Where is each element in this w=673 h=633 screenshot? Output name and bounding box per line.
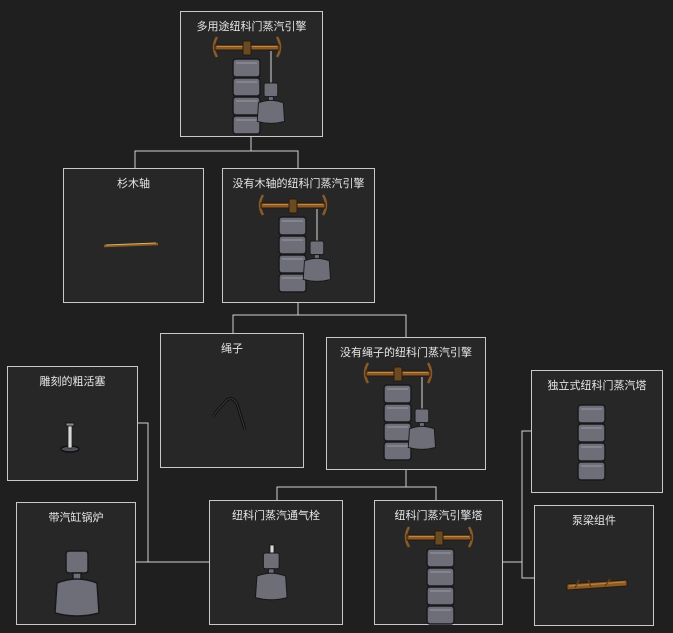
node-engine-without-rope[interactable]: 没有绳子的纽科门蒸汽引擎 — [326, 337, 486, 470]
node-title: 雕刻的粗活塞 — [39, 375, 106, 388]
engine-icon — [363, 362, 437, 461]
tower-icon — [577, 404, 606, 481]
engine-icon — [258, 194, 332, 293]
node-title: 泵梁组件 — [572, 514, 616, 527]
engine-icon — [212, 36, 286, 135]
node-title: 多用途纽科门蒸汽引擎 — [196, 20, 307, 33]
node-title: 绳子 — [221, 342, 243, 355]
node-pump-beam-assembly[interactable]: 泵梁组件 — [534, 505, 654, 626]
node-title: 带汽缸锅炉 — [48, 511, 104, 524]
piston-icon — [60, 422, 80, 453]
node-title: 独立式纽科门蒸汽塔 — [547, 379, 647, 392]
node-title: 纽科门蒸汽通气栓 — [232, 509, 320, 522]
tower-icon — [404, 526, 474, 625]
node-title: 纽科门蒸汽引擎塔 — [394, 509, 483, 522]
node-title: 杉木轴 — [117, 177, 150, 190]
rope-icon — [211, 397, 247, 431]
node-title: 没有木轴的纽科门蒸汽引擎 — [232, 177, 365, 190]
node-newcomen-engine-tower[interactable]: 纽科门蒸汽引擎塔 — [374, 500, 503, 625]
node-carved-thick-piston[interactable]: 雕刻的粗活塞 — [7, 366, 138, 481]
node-newcomen-steam-vent[interactable]: 纽科门蒸汽通气栓 — [209, 500, 343, 625]
wooden-shaft-icon — [103, 242, 159, 248]
node-boiler-with-cylinder[interactable]: 带汽缸锅炉 — [16, 502, 136, 625]
node-multipurpose-newcomen-engine[interactable]: 多用途纽科门蒸汽引擎 — [180, 11, 323, 137]
node-rope[interactable]: 绳子 — [160, 333, 304, 468]
node-freestanding-newcomen-tower[interactable]: 独立式纽科门蒸汽塔 — [531, 370, 663, 493]
vent-icon — [254, 544, 288, 601]
node-fir-shaft[interactable]: 杉木轴 — [63, 168, 204, 303]
boiler-icon — [54, 550, 100, 617]
node-engine-without-wooden-shaft[interactable]: 没有木轴的纽科门蒸汽引擎 — [222, 168, 375, 303]
node-title: 没有绳子的纽科门蒸汽引擎 — [340, 346, 472, 359]
beam-icon — [566, 578, 628, 591]
